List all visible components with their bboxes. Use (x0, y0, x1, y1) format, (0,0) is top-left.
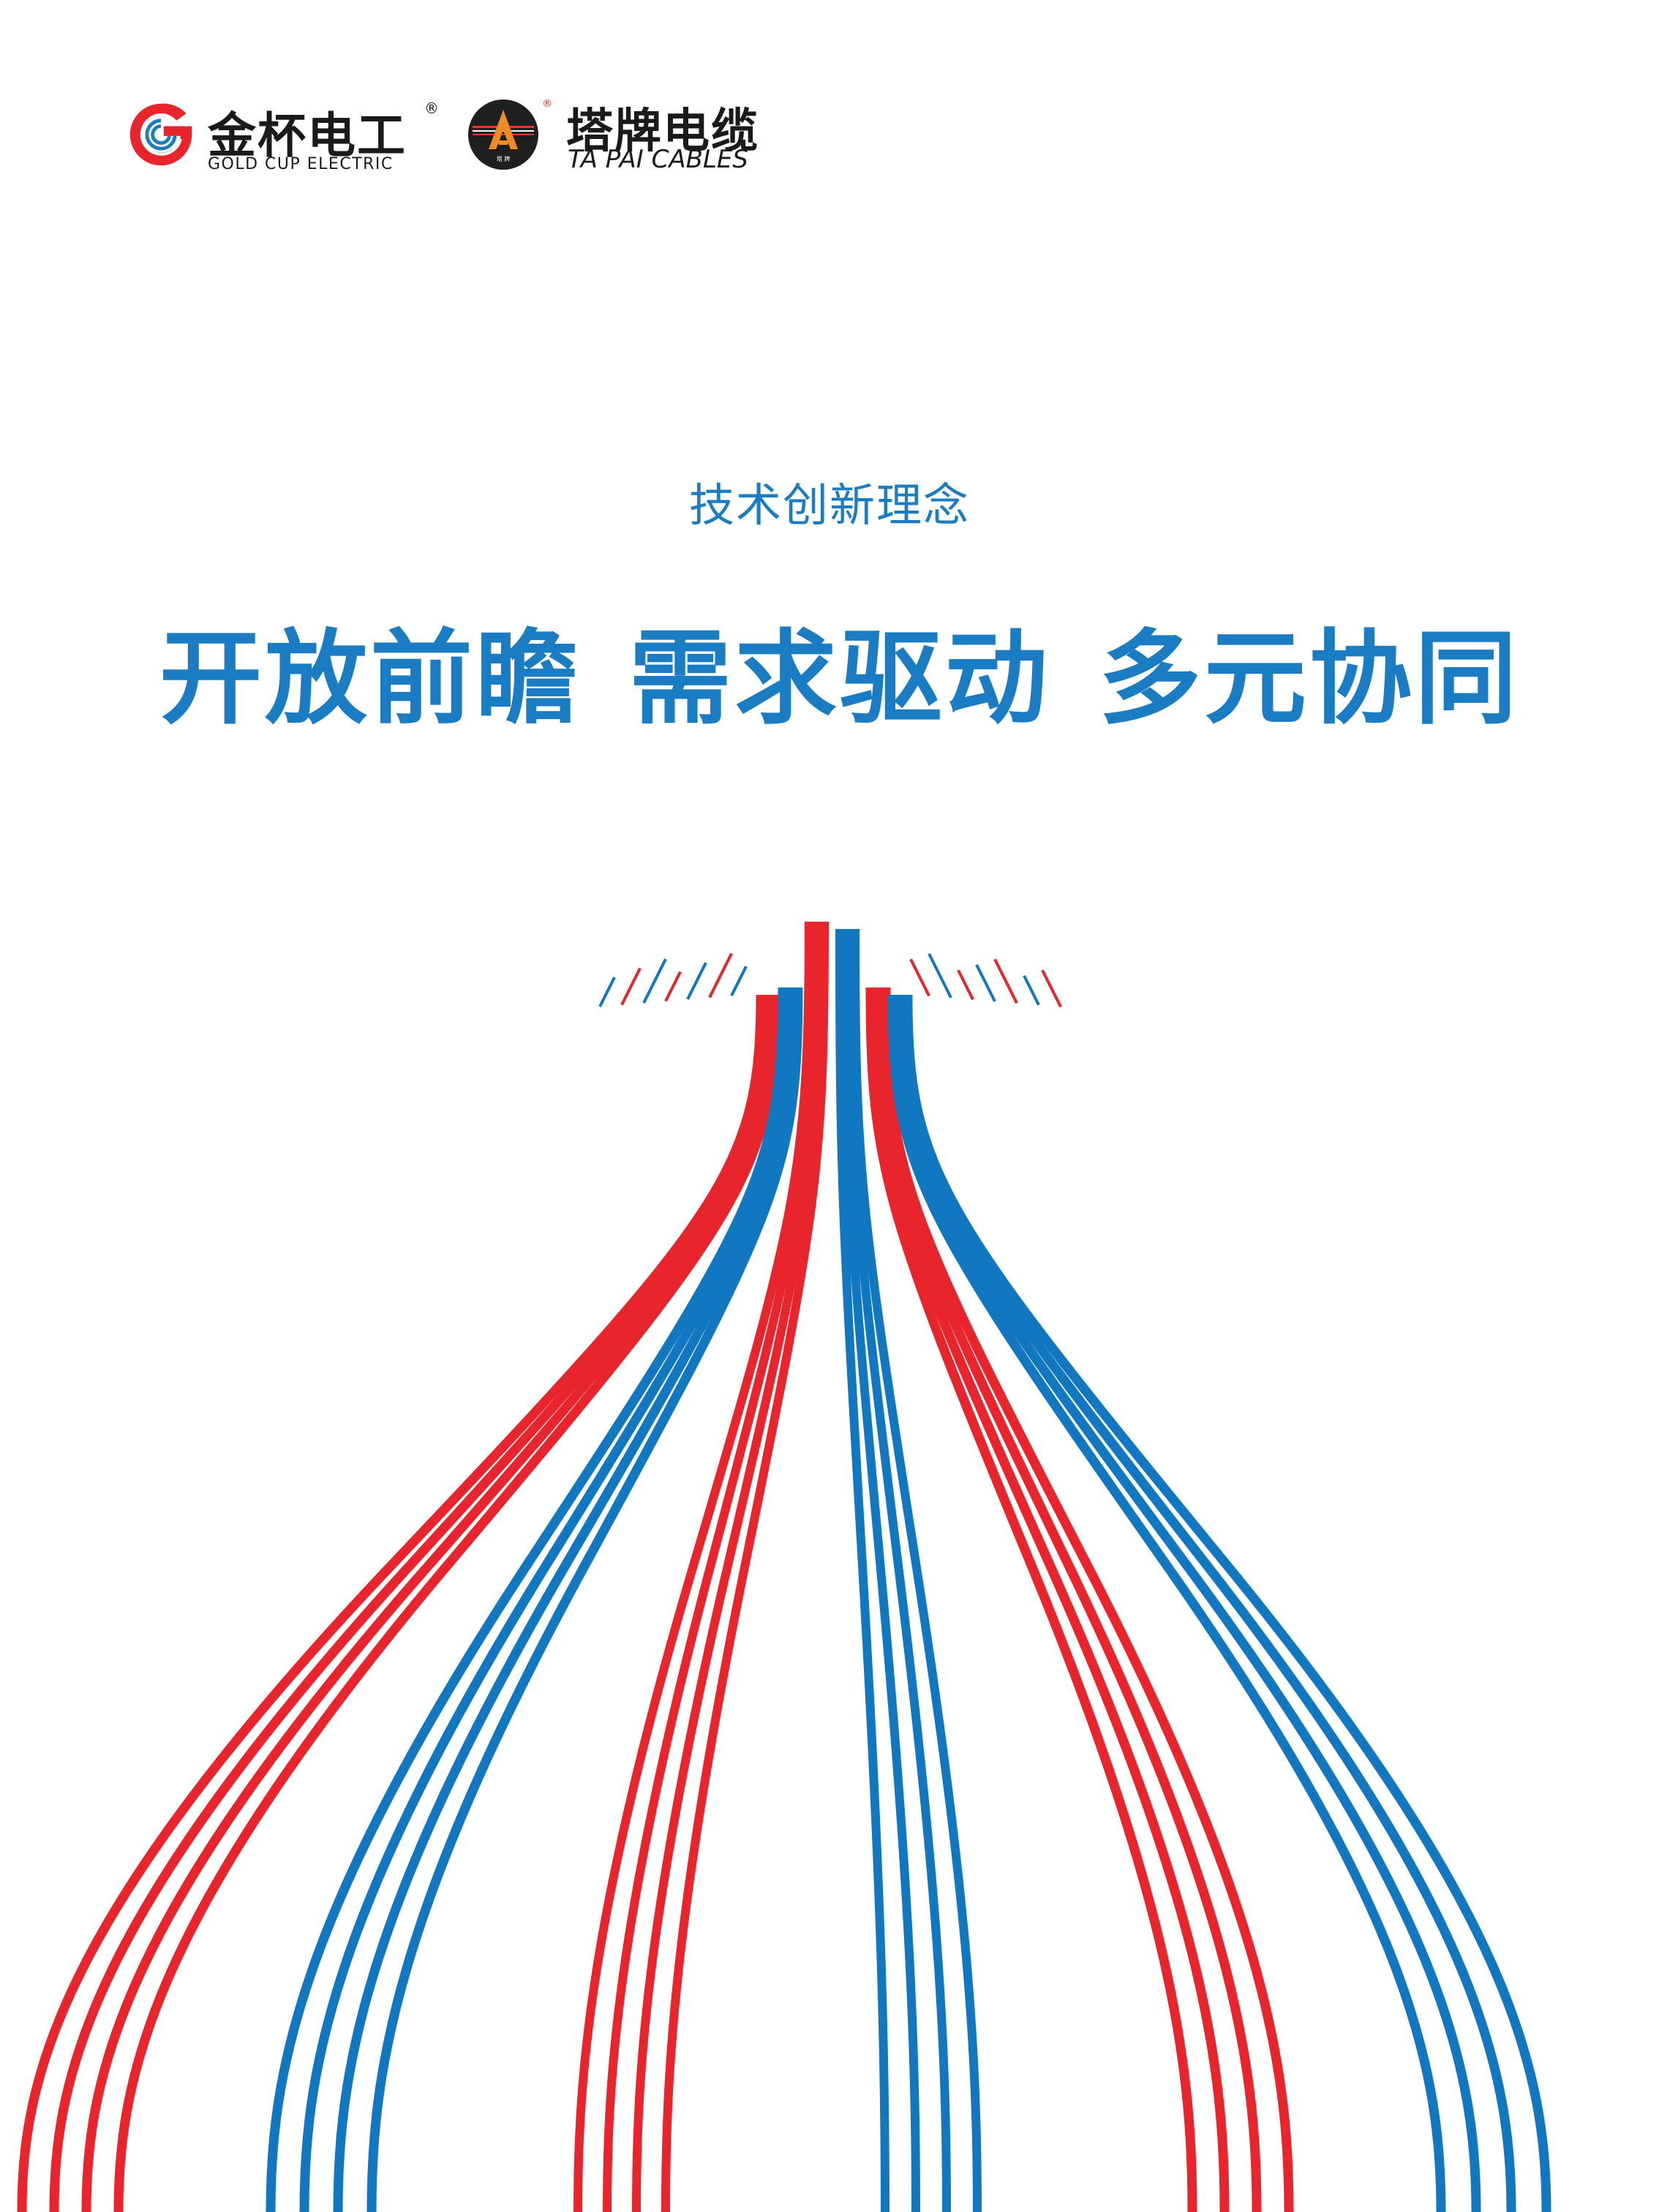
headline-phrase-3: 多元协同 (1098, 620, 1520, 739)
horizon-streak (909, 958, 930, 997)
horizon-streak (598, 977, 616, 1008)
horizon-streak (1023, 974, 1040, 1006)
horizon-streak (664, 971, 682, 1002)
logo-bar: 金杯电工 ® GOLD CUP ELECTRIC 塔 牌 ® 塔牌电缆 TA P… (126, 94, 857, 181)
ta-pai-registered-mark: ® (542, 98, 552, 110)
ta-pai-name-cn: 塔牌电缆 (566, 105, 759, 159)
cable-line (903, 994, 1551, 2212)
subtitle: 技术创新理念 (0, 468, 1659, 534)
cable-line (333, 987, 798, 2212)
cable-line (835, 928, 889, 2212)
gold-cup-registered-mark: ® (424, 99, 439, 117)
subtitle-text: 技术创新理念 (688, 478, 970, 532)
horizon-streak (928, 952, 952, 998)
cable-line (603, 921, 819, 2212)
cable-line (846, 928, 951, 2212)
cable-line (573, 921, 813, 2212)
horizon-streak (957, 969, 974, 1001)
horizon-streak (975, 963, 996, 1002)
cable-line (17, 994, 766, 2212)
horizon-streak (620, 967, 642, 1006)
cable-line (113, 994, 781, 2212)
cable-line (881, 987, 1294, 2212)
ta-pai-logo-icon: 塔 牌 (468, 99, 538, 170)
headline: 开放前瞻 需求驱动 多元协同 (159, 596, 1520, 744)
cable-line (840, 928, 920, 2212)
cable-line (865, 987, 1197, 2212)
cable-line (49, 994, 771, 2212)
horizon-streak (730, 966, 748, 997)
cable-line (366, 987, 803, 2212)
horizon-streak (686, 962, 707, 1001)
cable-line (898, 994, 1516, 2212)
cable-line (876, 987, 1262, 2212)
horizon-streak (708, 952, 733, 998)
cable-line (266, 987, 788, 2212)
gold-cup-name-en: GOLD CUP ELECTRIC (208, 155, 394, 173)
cable-line (632, 921, 824, 2212)
headline-phrase-1: 开放前瞻 (159, 620, 582, 739)
headline-phrase-2: 需求驱动 (628, 620, 1050, 739)
ta-pai-logo: 塔 牌 ® 塔牌电缆 TA PAI CABLES (467, 94, 847, 181)
cable-line (887, 994, 1446, 2212)
ta-pai-name-en: TA PAI CABLES (568, 145, 748, 174)
cable-line (870, 987, 1230, 2212)
cable-line (81, 994, 776, 2212)
cable-line (661, 921, 829, 2212)
svg-text:塔 牌: 塔 牌 (497, 155, 511, 162)
cable-lines-illustration (17, 921, 1551, 2212)
gold-cup-logo: 金杯电工 ® GOLD CUP ELECTRIC (126, 94, 439, 181)
horizon-streak (993, 958, 1018, 1004)
cable-line (851, 928, 982, 2212)
cable-line (299, 987, 793, 2212)
gold-cup-logo-icon (129, 103, 192, 166)
cable-line (892, 994, 1481, 2212)
horizon-streak (1041, 969, 1062, 1008)
gold-cup-name-cn: 金杯电工 (208, 108, 407, 164)
horizon-streak (642, 958, 667, 1004)
